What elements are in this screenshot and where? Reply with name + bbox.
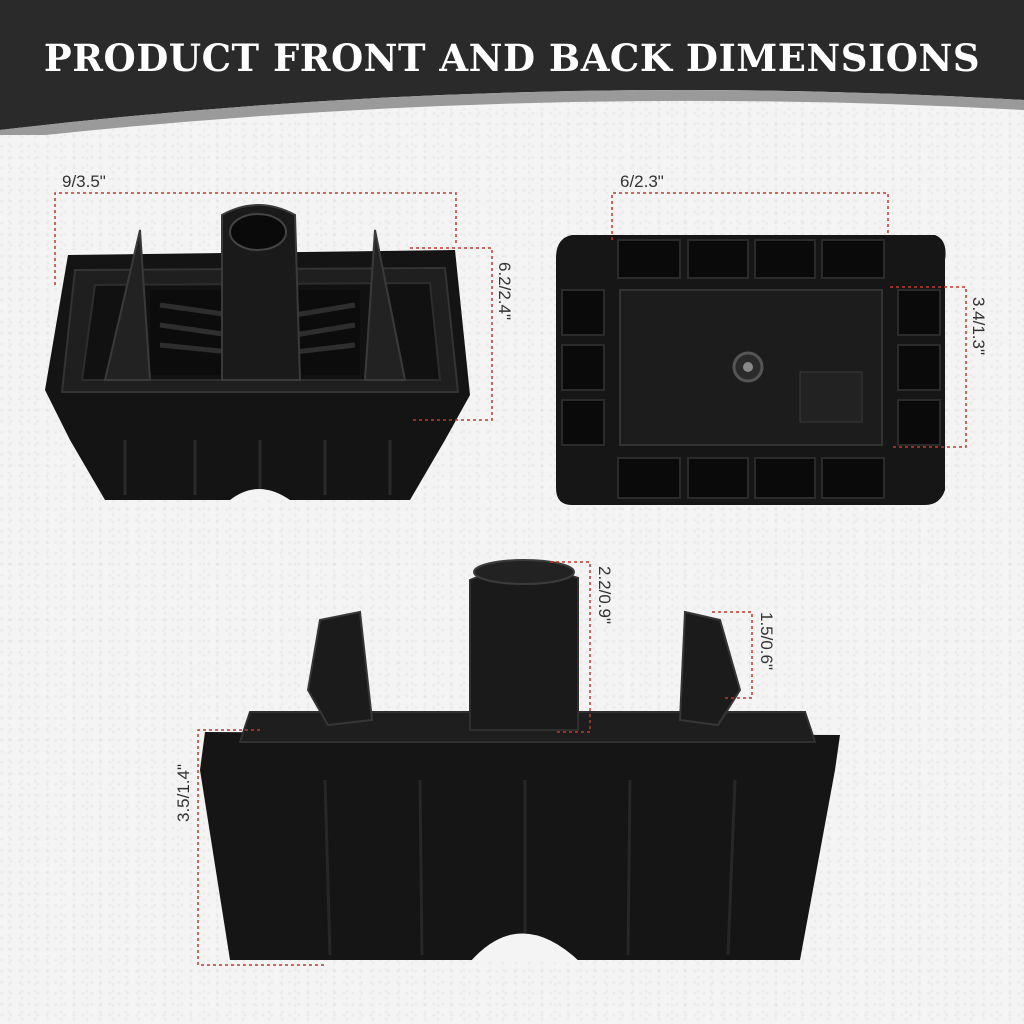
- header-banner: PRODUCT FRONT AND BACK DIMENSIONS: [0, 0, 1024, 135]
- dim-label-body-height: 3.5/1.4": [174, 763, 193, 822]
- dim-label-post-height: 2.2/0.9": [595, 566, 614, 625]
- dim-label-front-height: 6.2/2.4": [495, 262, 514, 321]
- dim-label-back-height: 3.4/1.3": [969, 297, 988, 356]
- dim-label-front-width: 9/3.5": [62, 172, 106, 191]
- page-title: PRODUCT FRONT AND BACK DIMENSIONS: [43, 36, 981, 80]
- product-front-view: [45, 204, 470, 500]
- product-back-view: [556, 235, 946, 505]
- dim-label-back-width: 6/2.3": [620, 172, 664, 191]
- header-shape: [0, 0, 1024, 135]
- dimension-lines: [54, 192, 967, 966]
- product-side-view: [200, 559, 840, 962]
- dim-label-clip-height: 1.5/0.6": [757, 612, 776, 671]
